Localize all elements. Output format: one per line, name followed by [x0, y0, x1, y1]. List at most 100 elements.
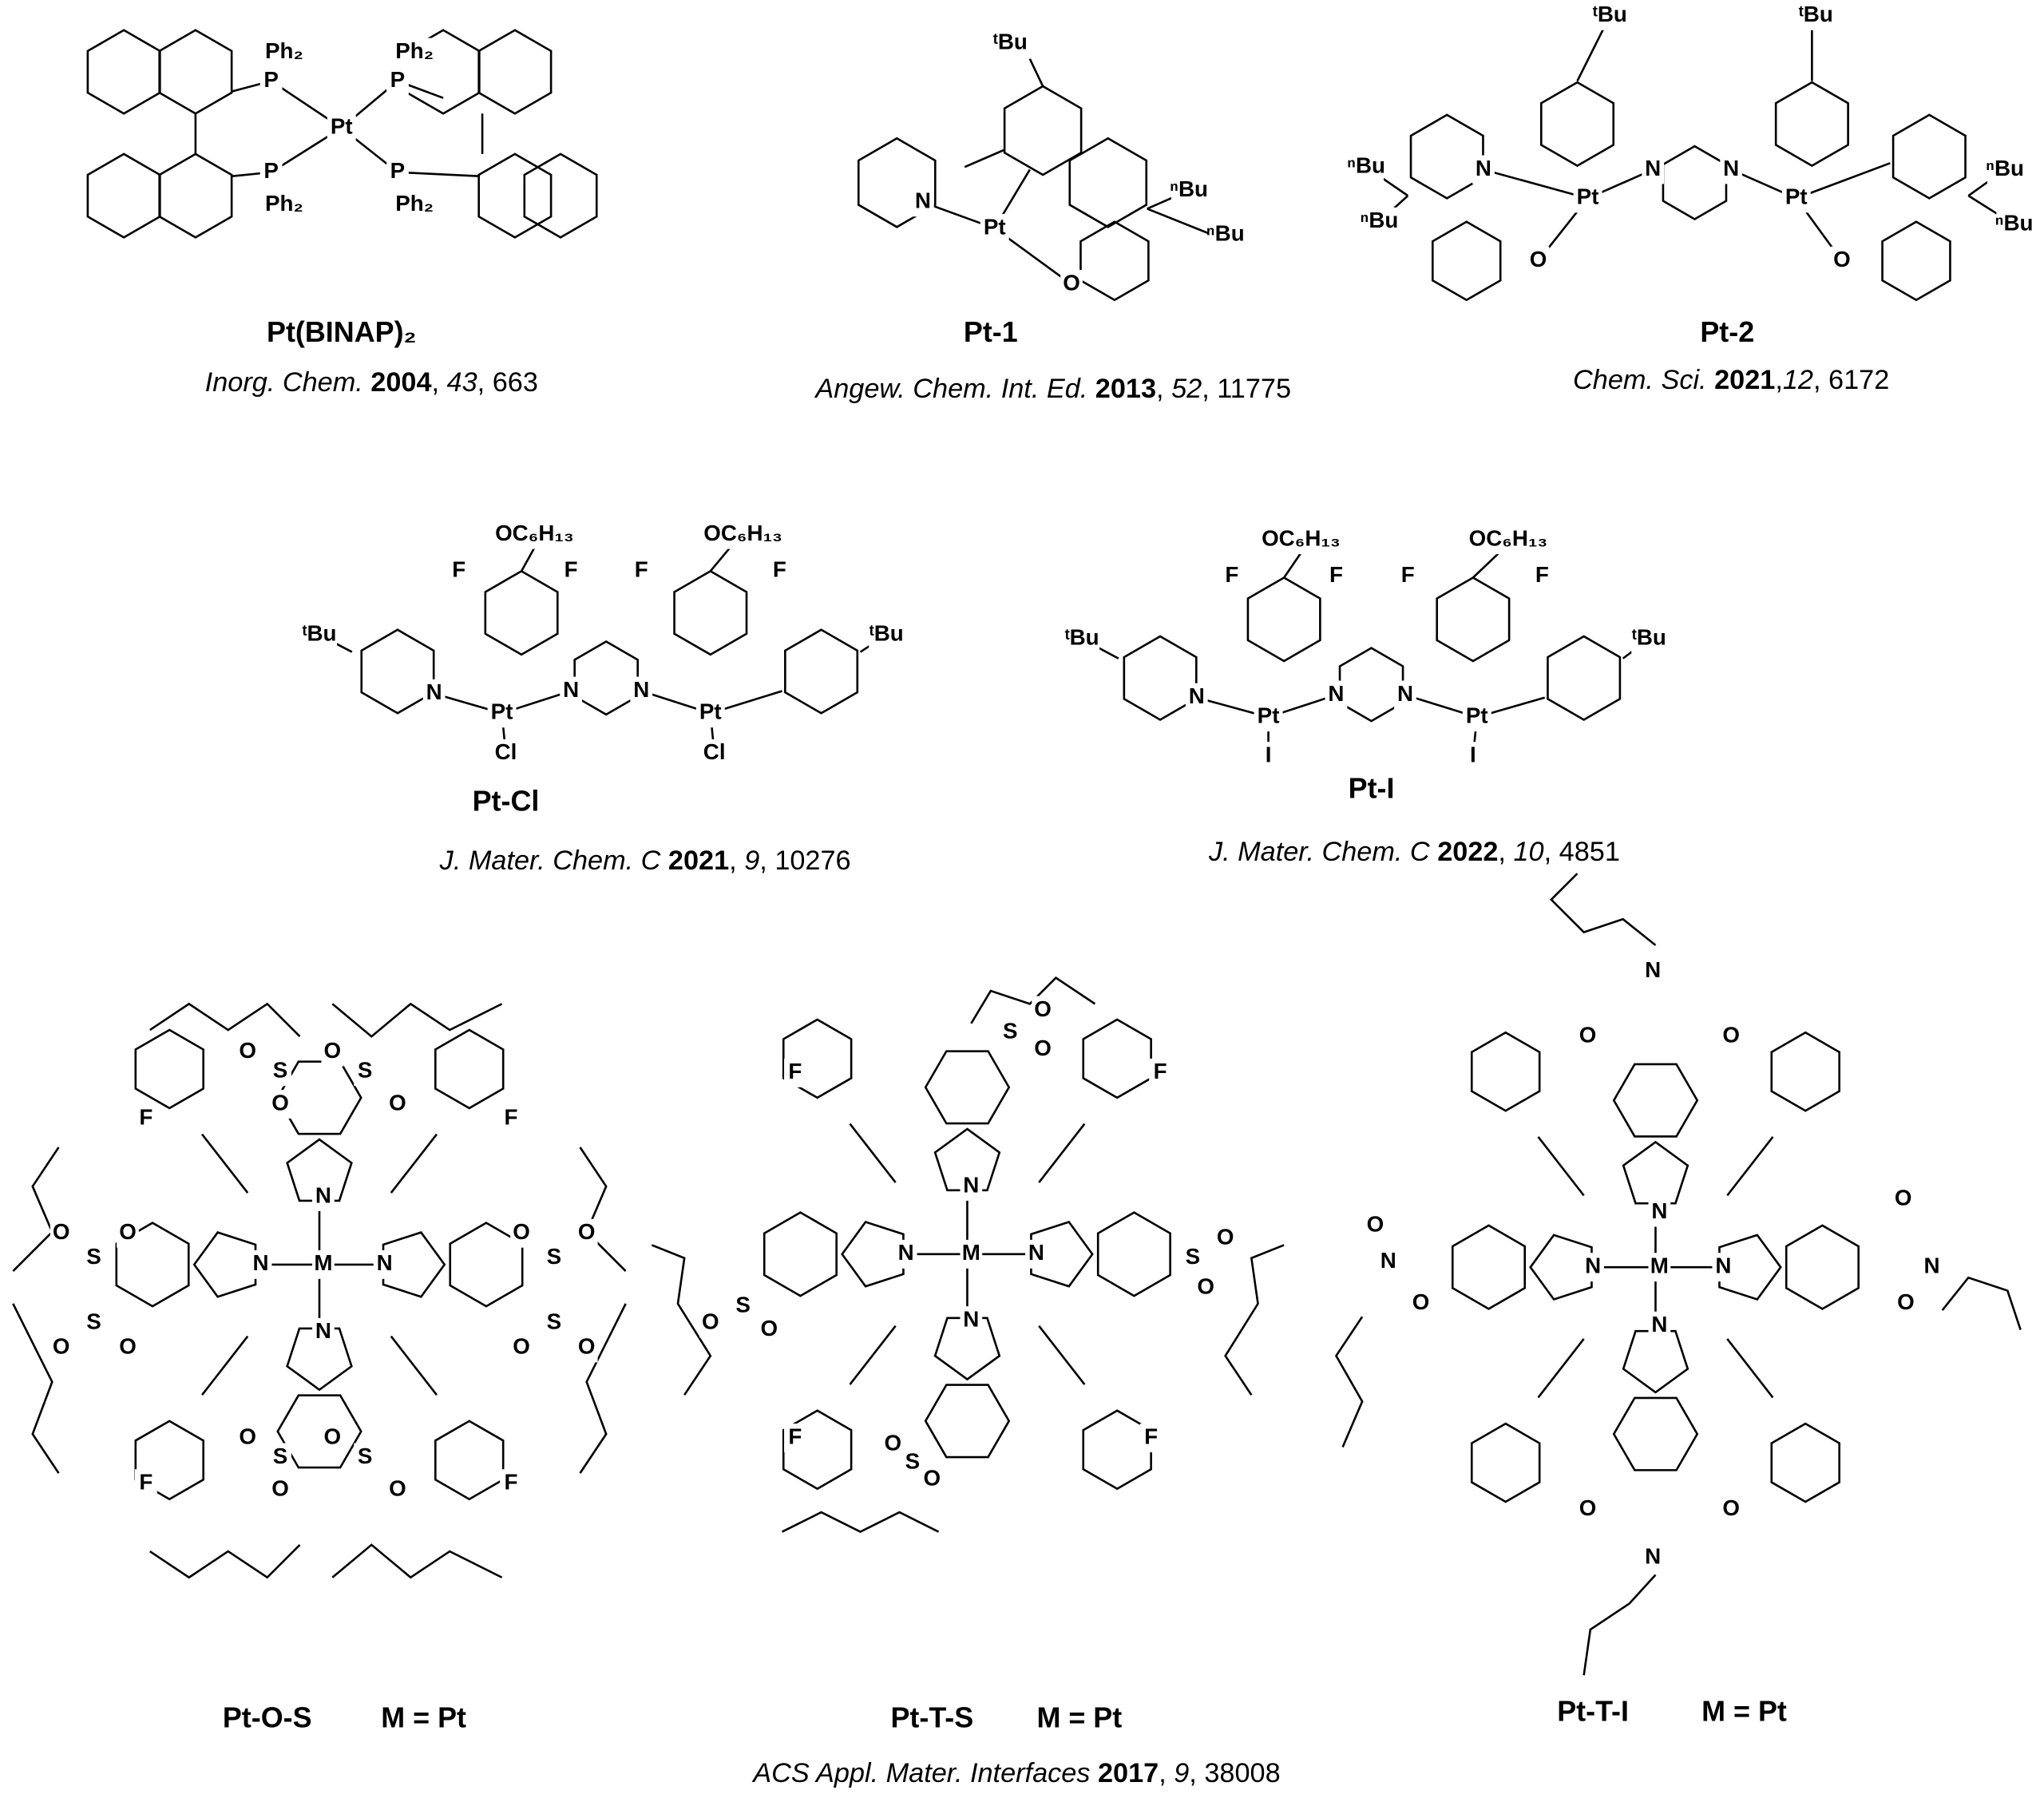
ring-bond — [158, 152, 233, 239]
ring-bond — [1436, 576, 1511, 663]
ring-bond — [924, 1050, 1011, 1125]
atom-label: Pt — [984, 214, 1006, 239]
alkyl-chain — [1941, 1276, 2022, 1330]
ring-bond — [192, 1231, 257, 1298]
alkyl-chain — [12, 1146, 60, 1272]
ring-bond — [1082, 1018, 1152, 1099]
ring-bond — [158, 29, 233, 115]
atom-label: S — [358, 1444, 373, 1468]
ring-bond — [477, 29, 553, 115]
atom-label: O — [1063, 270, 1080, 295]
ring-bond — [782, 1409, 853, 1491]
atom-label: N — [1585, 1253, 1601, 1278]
atom-label: N — [1715, 1253, 1731, 1278]
atom-label: Ph₂ — [395, 191, 434, 216]
ring-bond — [1123, 635, 1198, 721]
ring-bond — [763, 1211, 838, 1297]
atom-label: O — [389, 1090, 406, 1115]
bond — [849, 1123, 897, 1183]
atom-label: N — [1645, 957, 1661, 982]
atom-label: N — [1651, 1198, 1667, 1223]
atom-label: N — [1380, 1248, 1396, 1273]
atom-label: F — [773, 557, 786, 582]
atom-label: O — [239, 1424, 256, 1448]
atom-label: O — [1833, 247, 1851, 271]
ring-bond — [523, 152, 598, 239]
ring-bond — [1891, 113, 1967, 200]
atom-label: O — [1034, 1036, 1052, 1060]
ring-bond — [276, 1060, 362, 1135]
bond — [397, 171, 480, 177]
atom-label: I — [1470, 743, 1476, 767]
atom-label: Pt — [699, 699, 722, 724]
atom-label: Cl — [495, 739, 517, 764]
ring-bond — [477, 152, 553, 239]
atom-label: ⁿBu — [1994, 210, 2033, 235]
alkyl-chain — [12, 1303, 60, 1474]
atom-label: O — [760, 1316, 778, 1341]
ring-bond — [1881, 220, 1951, 302]
compound-name-pt-t-s: Pt-T-S — [890, 1701, 973, 1734]
atom-label: N — [1328, 681, 1344, 706]
alkyl-chain — [149, 1002, 301, 1038]
atom-label: N — [1723, 156, 1739, 180]
atom-label: N — [563, 677, 579, 702]
atom-label: F — [139, 1470, 153, 1495]
atom-label: O — [1412, 1289, 1430, 1314]
alkyl-chain — [1550, 873, 1657, 946]
ring-bond — [115, 1222, 190, 1308]
atom-label: S — [905, 1448, 921, 1473]
atom-label: OC₆H₁₃ — [1469, 525, 1548, 550]
ring-bond — [1622, 1329, 1689, 1394]
alkyl-chain — [1224, 1244, 1285, 1396]
atom-label: S — [1186, 1244, 1201, 1269]
compound-name-pt-1: Pt-1 — [964, 315, 1018, 348]
ring-bond — [1470, 1422, 1541, 1503]
atom-label: N — [426, 679, 442, 704]
reference-pt-2: Chem. Sci. 2021,12, 6172 — [1573, 365, 1889, 395]
atom-label: OC₆H₁₃ — [1262, 525, 1341, 550]
alkyl-chain — [970, 976, 1096, 1024]
atom-label: S — [735, 1292, 751, 1317]
alkyl-chain — [579, 1303, 627, 1474]
bond — [1283, 552, 1302, 579]
reference-pt-cl: J. Mater. Chem. C 2021, 9, 10276 — [439, 846, 851, 876]
bond — [1472, 552, 1500, 579]
ring-bond — [782, 1018, 853, 1099]
bond — [849, 1325, 897, 1385]
atom-label: ᵗBu — [1632, 625, 1666, 650]
atom-label: S — [86, 1244, 101, 1269]
atom-label: O — [513, 1219, 530, 1244]
atom-label: O — [53, 1334, 70, 1359]
ring-bond — [134, 1420, 204, 1501]
ring-bond — [841, 1220, 905, 1288]
atom-label: F — [1401, 562, 1415, 587]
alkyl-chain — [579, 1146, 627, 1272]
reference-pt-binap2: Inorg. Chem. 2004, 43, 663 — [205, 367, 538, 398]
atom-label: O — [1895, 1186, 1912, 1210]
metal-label-pt-t-s: M = Pt — [1036, 1701, 1122, 1734]
atom-label: O — [513, 1334, 530, 1359]
compound-name-pt-cl: Pt-Cl — [473, 785, 540, 818]
atom-label: O — [578, 1334, 596, 1359]
atom-label: F — [1225, 562, 1238, 587]
ring-bond — [1068, 137, 1148, 228]
bond — [1537, 1338, 1585, 1399]
atom-label: N — [898, 1240, 914, 1265]
atom-label: O — [1530, 247, 1547, 271]
atom-label: OC₆H₁₃ — [703, 521, 782, 545]
alkyl-chain — [149, 1544, 301, 1579]
atom-label: F — [1329, 562, 1343, 587]
atom-label: O — [239, 1038, 256, 1063]
bond — [1796, 162, 1891, 200]
compound-name-pt-binap2: Pt(BINAP)₂ — [267, 315, 417, 348]
alkyl-chain — [1583, 1574, 1657, 1676]
ring-bond — [1612, 1063, 1699, 1138]
ring-bond — [1096, 1211, 1171, 1297]
atom-label: N — [915, 188, 931, 213]
atom-label: F — [139, 1104, 153, 1129]
atom-label: O — [578, 1219, 596, 1244]
atom-label: O — [924, 1466, 941, 1491]
ring-bond — [134, 1028, 204, 1110]
atom-label: N — [963, 1306, 979, 1331]
